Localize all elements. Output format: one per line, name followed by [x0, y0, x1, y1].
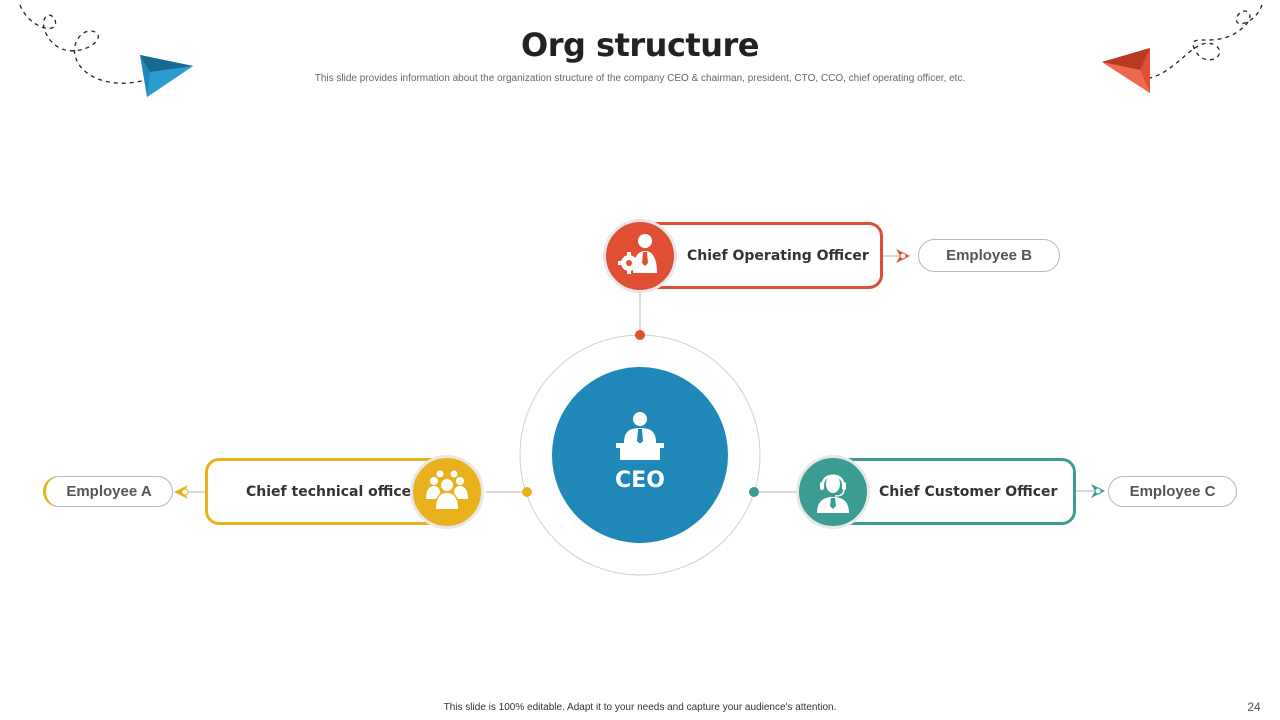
arrow-left-icon [174, 485, 189, 499]
connector-dot-coo [635, 330, 645, 340]
employee-b-label: Employee B [946, 247, 1032, 264]
footer-note: This slide is 100% editable. Adapt it to… [443, 702, 837, 713]
headset-agent-icon [817, 474, 849, 513]
employee-c-pill[interactable]: Employee C [1108, 476, 1237, 507]
arrow-right-icon [1091, 484, 1105, 498]
cco-icon-badge [796, 455, 870, 529]
dashed-trail-left [19, 4, 171, 84]
cto-icon-badge [410, 455, 484, 529]
page-title: Org structure [521, 26, 759, 64]
coo-icon-badge [603, 219, 677, 293]
coo-label: Chief Operating Officer [687, 248, 869, 264]
employee-c-label: Employee C [1129, 483, 1216, 500]
ceo-label: CEO [615, 468, 665, 493]
page-subtitle: This slide provides information about th… [314, 73, 966, 84]
connector-dot-cto [522, 487, 532, 497]
arrow-right-icon [896, 249, 910, 263]
cco-label: Chief Customer Officer [879, 484, 1058, 500]
cto-label: Chief technical officer [246, 484, 419, 500]
page-number: 24 [1247, 700, 1261, 714]
employee-b-pill[interactable]: Employee B [918, 239, 1060, 272]
decoration-layer [19, 4, 1263, 97]
cto-card[interactable] [205, 458, 448, 525]
businessman-gear-icon [618, 234, 657, 274]
employee-a-pill[interactable]: Employee A [43, 476, 173, 507]
paper-plane-icon [140, 55, 193, 97]
employee-a-label: Employee A [66, 483, 152, 500]
team-group-icon [426, 470, 468, 509]
dashed-trail-right [1149, 4, 1263, 79]
connector-dot-cco [749, 487, 759, 497]
paper-plane-icon [1102, 48, 1150, 93]
presenter-at-podium-icon [616, 412, 664, 460]
